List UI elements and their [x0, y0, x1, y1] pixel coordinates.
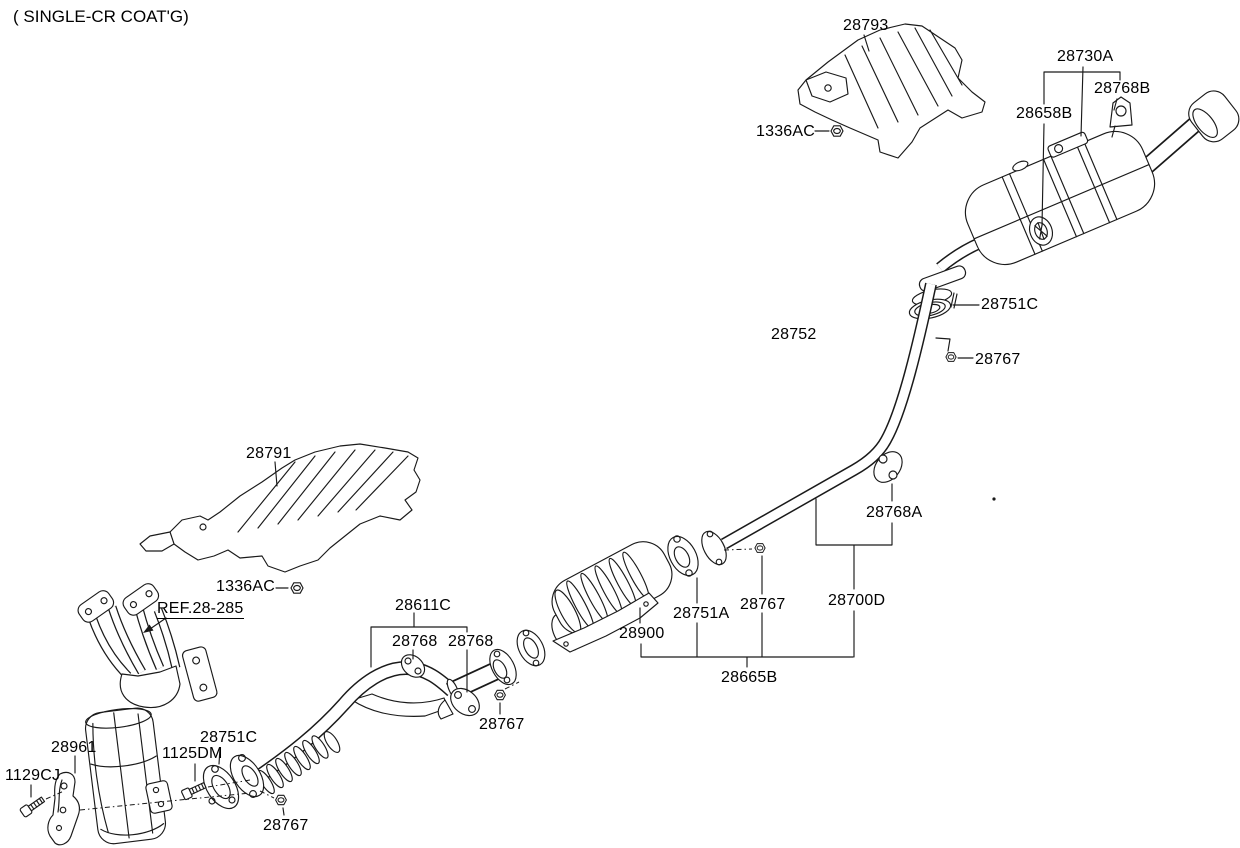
nut-28767-bottom — [275, 794, 287, 806]
part-label-28700d: 28700D — [828, 592, 886, 609]
part-label-28768a: 28768A — [866, 504, 923, 521]
center-muffler-28900 — [551, 530, 727, 653]
nut-1336ac-top — [830, 125, 844, 137]
part-label-28768-1: 28768 — [392, 633, 438, 650]
part-label-28791: 28791 — [246, 445, 292, 462]
flange-joint-upper — [908, 265, 967, 320]
part-label-28767-2: 28767 — [740, 596, 786, 613]
front-pipe-assembly — [202, 629, 546, 810]
main-pipe-28752 — [721, 282, 996, 550]
part-label-28961: 28961 — [51, 739, 97, 756]
part-label-28793: 28793 — [843, 17, 889, 34]
heat-shield-lower — [139, 443, 421, 573]
heat-shield-upper — [797, 23, 986, 159]
part-label-28751c-2: 28751C — [200, 729, 258, 746]
part-label-28665b: 28665B — [721, 669, 778, 686]
part-label-28767-1: 28767 — [975, 351, 1021, 368]
nut-1336ac-lower — [290, 582, 304, 594]
callout-lines — [30, 34, 1121, 816]
nut-28767-mid — [494, 689, 506, 701]
part-label-28752: 28752 — [771, 326, 817, 343]
bolt-28767-upper — [945, 352, 957, 362]
nut-28767-center — [754, 543, 766, 553]
part-label-1336ac-2: 1336AC — [216, 578, 276, 595]
part-label-28751c-1: 28751C — [981, 296, 1039, 313]
part-label-28768b: 28768B — [1094, 80, 1151, 97]
part-label-28767-3: 28767 — [263, 817, 309, 834]
part-label-28768-2: 28768 — [448, 633, 494, 650]
manifold-and-converter — [19, 583, 251, 846]
main-muffler — [936, 90, 1240, 273]
coating-note: ( SINGLE-CR COAT'G) — [13, 7, 189, 26]
hanger-28768A — [873, 451, 903, 483]
part-label-1129cj: 1129CJ — [5, 767, 61, 784]
part-label-28611c: 28611C — [395, 597, 452, 614]
part-label-28900: 28900 — [619, 625, 665, 642]
part-label-28751a: 28751A — [673, 605, 730, 622]
part-label-28730a: 28730A — [1057, 48, 1114, 65]
part-label-1125dm: 1125DM — [162, 745, 223, 762]
part-label-1336ac-1: 1336AC — [756, 123, 816, 140]
ref-callout — [143, 617, 167, 633]
part-label-28767-4: 28767 — [479, 716, 525, 733]
ref-28-285-link[interactable]: REF.28-285 — [157, 600, 244, 619]
part-label-28658b: 28658B — [1016, 105, 1073, 122]
